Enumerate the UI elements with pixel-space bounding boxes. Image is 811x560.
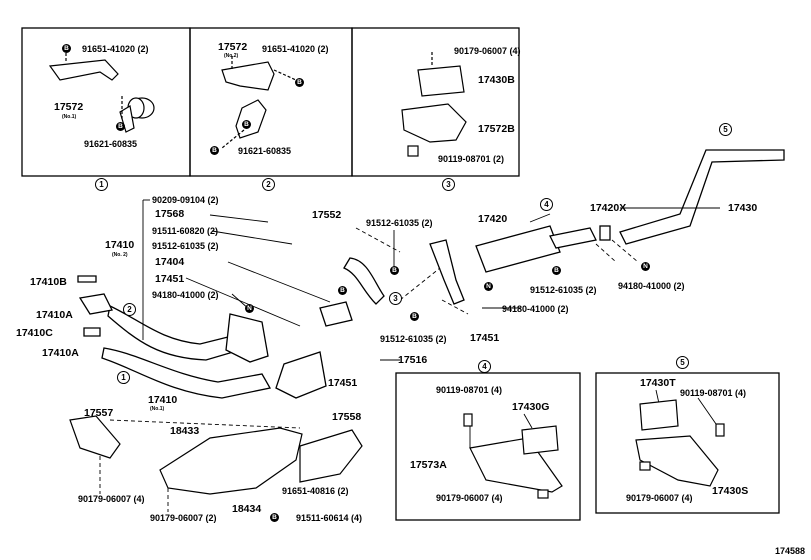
inset1-clamp-label: 91621-60835 bbox=[84, 139, 138, 149]
inset4-bracket-label: 17573A bbox=[410, 459, 447, 471]
label-18434: 18434 bbox=[232, 503, 262, 515]
inset5-mount-label: 17430T bbox=[640, 377, 676, 389]
label-17568: 17568 bbox=[155, 208, 185, 220]
n-badge: N bbox=[484, 282, 493, 291]
diagram-code: 174588 bbox=[774, 546, 805, 556]
callout-1: 1 bbox=[117, 371, 130, 384]
inset2-drawing bbox=[221, 56, 297, 149]
label-91512-d: 91512-61035 (2) bbox=[530, 285, 597, 295]
label-17420: 17420 bbox=[478, 213, 508, 225]
inset-box-4 bbox=[395, 372, 581, 521]
inset1-bolt-label: 91651-41020 (2) bbox=[82, 44, 149, 54]
n-badge: N bbox=[641, 262, 650, 271]
label-17410-no1-sub: (No.1) bbox=[150, 406, 165, 412]
label-17410C: 17410C bbox=[16, 327, 53, 339]
inset5-nut-label: 90179-06007 (4) bbox=[626, 493, 693, 503]
label-17410A-b: 17410A bbox=[42, 347, 79, 359]
label-91512-b: 91512-61035 (2) bbox=[366, 218, 433, 228]
inset4-bolt-label: 90119-08701 (4) bbox=[436, 385, 503, 395]
label-91511-60614: 91511-60614 (4) bbox=[296, 513, 363, 523]
label-17552: 17552 bbox=[312, 209, 342, 221]
b-badge: B bbox=[210, 146, 219, 155]
label-91512-c: 91512-61035 (2) bbox=[380, 334, 447, 344]
inset3-drawing bbox=[401, 52, 467, 157]
inset3-hanger-label: 17430B bbox=[478, 74, 515, 86]
label-91651-40816: 91651-40816 (2) bbox=[282, 486, 349, 496]
label-nut-b: 90179-06007 (4) bbox=[78, 494, 145, 504]
b-badge: B bbox=[242, 120, 251, 129]
b-badge: B bbox=[295, 78, 304, 87]
callout-3: 3 bbox=[389, 292, 402, 305]
label-94180-a: 94180-41000 (2) bbox=[152, 290, 219, 300]
inset4-mount-label: 17430G bbox=[512, 401, 550, 413]
label-17430: 17430 bbox=[728, 202, 758, 214]
inset3-nut-label: 90179-06007 (4) bbox=[454, 46, 521, 56]
b-badge: B bbox=[116, 122, 125, 131]
label-17516: 17516 bbox=[398, 354, 428, 366]
inset-box-5 bbox=[595, 372, 780, 514]
label-17420X: 17420X bbox=[590, 202, 627, 214]
inset1-bracket-label: 17572 bbox=[54, 101, 84, 113]
b-badge: B bbox=[62, 44, 71, 53]
label-17451-c: 17451 bbox=[470, 332, 500, 344]
bottom-inset-parts bbox=[463, 399, 725, 499]
label-94180-b: 94180-41000 (2) bbox=[502, 304, 569, 314]
label-17404: 17404 bbox=[155, 256, 185, 268]
label-17557: 17557 bbox=[84, 407, 114, 419]
label-17410-no2-sub: (No. 2) bbox=[112, 252, 128, 258]
rear-pipes bbox=[319, 149, 785, 327]
inset2-bracket-label: 17572 bbox=[218, 41, 248, 53]
callout-4: 4 bbox=[540, 198, 553, 211]
inset1-number: 1 bbox=[95, 178, 108, 191]
inset5-bracket-label: 17430S bbox=[712, 485, 749, 497]
inset4-number: 4 bbox=[478, 360, 491, 373]
label-17410A-a: 17410A bbox=[36, 309, 73, 321]
inset2-bracket-sub: (No.2) bbox=[224, 53, 239, 59]
inset2-bolt-label: 91651-41020 (2) bbox=[262, 44, 329, 54]
inset2-number: 2 bbox=[262, 178, 275, 191]
callout-5: 5 bbox=[719, 123, 732, 136]
heat-shields bbox=[69, 415, 363, 495]
label-91512-a: 91512-61035 (2) bbox=[152, 241, 219, 251]
label-17451-b: 17451 bbox=[328, 377, 358, 389]
b-badge: B bbox=[390, 266, 399, 275]
dashed-lines bbox=[99, 227, 639, 512]
inset2-clamp-label: 91621-60835 bbox=[238, 146, 292, 156]
label-17451-a: 17451 bbox=[155, 273, 185, 285]
label-17410B: 17410B bbox=[30, 276, 67, 288]
b-badge: B bbox=[338, 286, 347, 295]
label-nut-c: 90179-06007 (2) bbox=[150, 513, 217, 523]
inset1-drawing bbox=[48, 48, 155, 133]
inset4-nut-label: 90179-06007 (4) bbox=[436, 493, 503, 503]
inset3-bolt-label: 90119-08701 (2) bbox=[438, 154, 505, 164]
label-90209-09104: 90209-09104 (2) bbox=[152, 195, 219, 205]
inset3-number: 3 bbox=[442, 178, 455, 191]
label-17410-no2: 17410 bbox=[105, 239, 135, 251]
inset5-bolt-label: 90119-08701 (4) bbox=[680, 388, 747, 398]
inset1-bracket-sub: (No.1) bbox=[62, 114, 77, 120]
n-badge: N bbox=[245, 304, 254, 313]
inset3-bracket-label: 17572B bbox=[478, 123, 515, 135]
b-badge: B bbox=[270, 513, 279, 522]
leader-lines bbox=[142, 199, 720, 448]
inset-box-3 bbox=[351, 27, 520, 177]
callout-2: 2 bbox=[123, 303, 136, 316]
label-18433: 18433 bbox=[170, 425, 200, 437]
front-pipes bbox=[77, 275, 327, 399]
label-17410-no1: 17410 bbox=[148, 394, 178, 406]
inset5-number: 5 bbox=[676, 356, 689, 369]
label-94180-c: 94180-41000 (2) bbox=[618, 281, 685, 291]
label-91511-60820: 91511-60820 (2) bbox=[152, 226, 219, 236]
label-17558: 17558 bbox=[332, 411, 362, 423]
b-badge: B bbox=[410, 312, 419, 321]
b-badge: B bbox=[552, 266, 561, 275]
